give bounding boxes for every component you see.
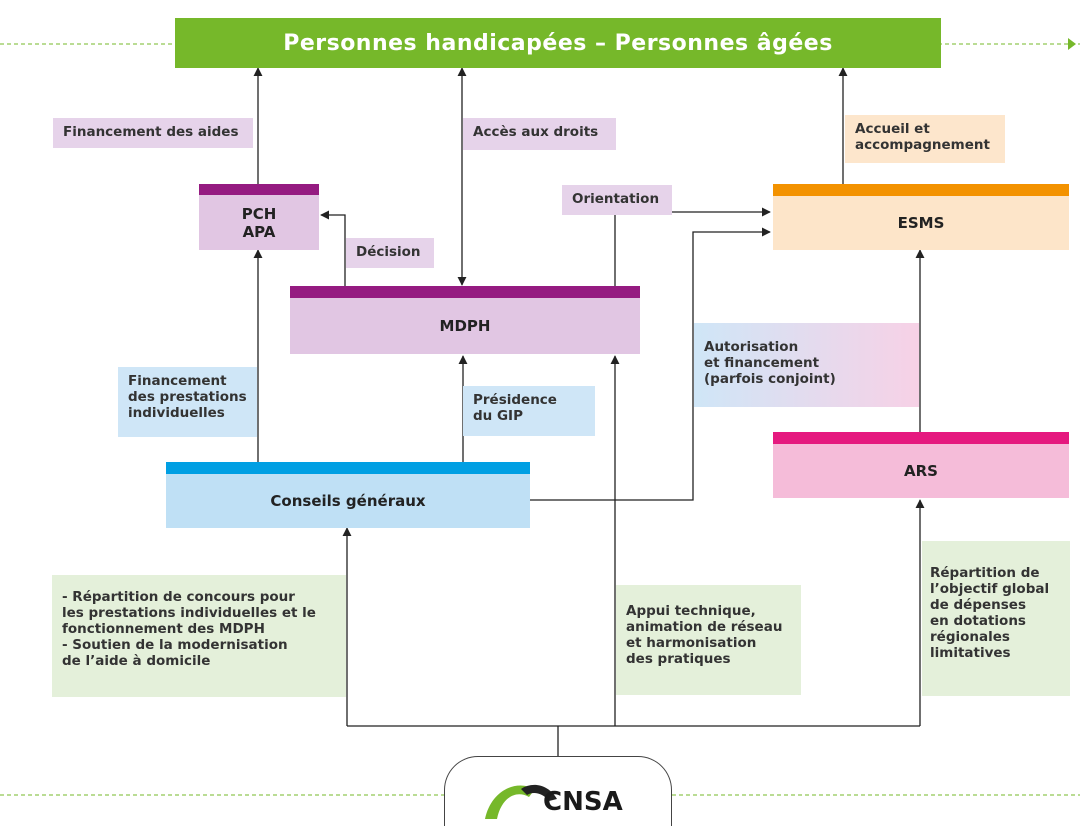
label-repartition-concours: - Répartition de concours pour les prest… — [52, 575, 346, 697]
label-orientation: Orientation — [562, 185, 672, 215]
label-accueil-accompagnement: Accueil et accompagnement — [845, 115, 1005, 163]
node-ars: ARS — [773, 432, 1069, 498]
title-banner: Personnes handicapées – Personnes âgées — [175, 18, 941, 68]
label-acces-droits: Accès aux droits — [463, 118, 616, 150]
label-decision: Décision — [346, 238, 434, 268]
node-conseils-generaux: Conseils généraux — [166, 462, 530, 528]
cnsa-logo-text: CNSA — [543, 787, 623, 817]
node-pch-apa-label: PCH APA — [241, 204, 277, 241]
label-presidence-gip: Présidence du GIP — [463, 386, 595, 436]
node-esms: ESMS — [773, 184, 1069, 250]
cnsa-logo-box: CNSA — [444, 756, 672, 826]
node-esms-label: ESMS — [897, 213, 945, 232]
page-title: Personnes handicapées – Personnes âgées — [283, 30, 833, 56]
node-mdph: MDPH — [290, 286, 640, 354]
label-appui-technique: Appui technique, animation de réseau et … — [616, 585, 801, 695]
label-financement-aides: Financement des aides — [53, 118, 253, 148]
cnsa-logo-icon — [485, 784, 557, 819]
node-ars-label: ARS — [904, 461, 938, 480]
label-repartition-objectif: Répartition de l’objectif global de dépe… — [922, 541, 1070, 696]
node-conseils-label: Conseils généraux — [270, 491, 426, 510]
node-pch-apa: PCH APA — [199, 184, 319, 250]
node-mdph-label: MDPH — [439, 316, 491, 335]
label-financement-prestations: Financement des prestations individuelle… — [118, 367, 257, 437]
label-autorisation-financement: Autorisation et financement (parfois con… — [694, 323, 919, 407]
